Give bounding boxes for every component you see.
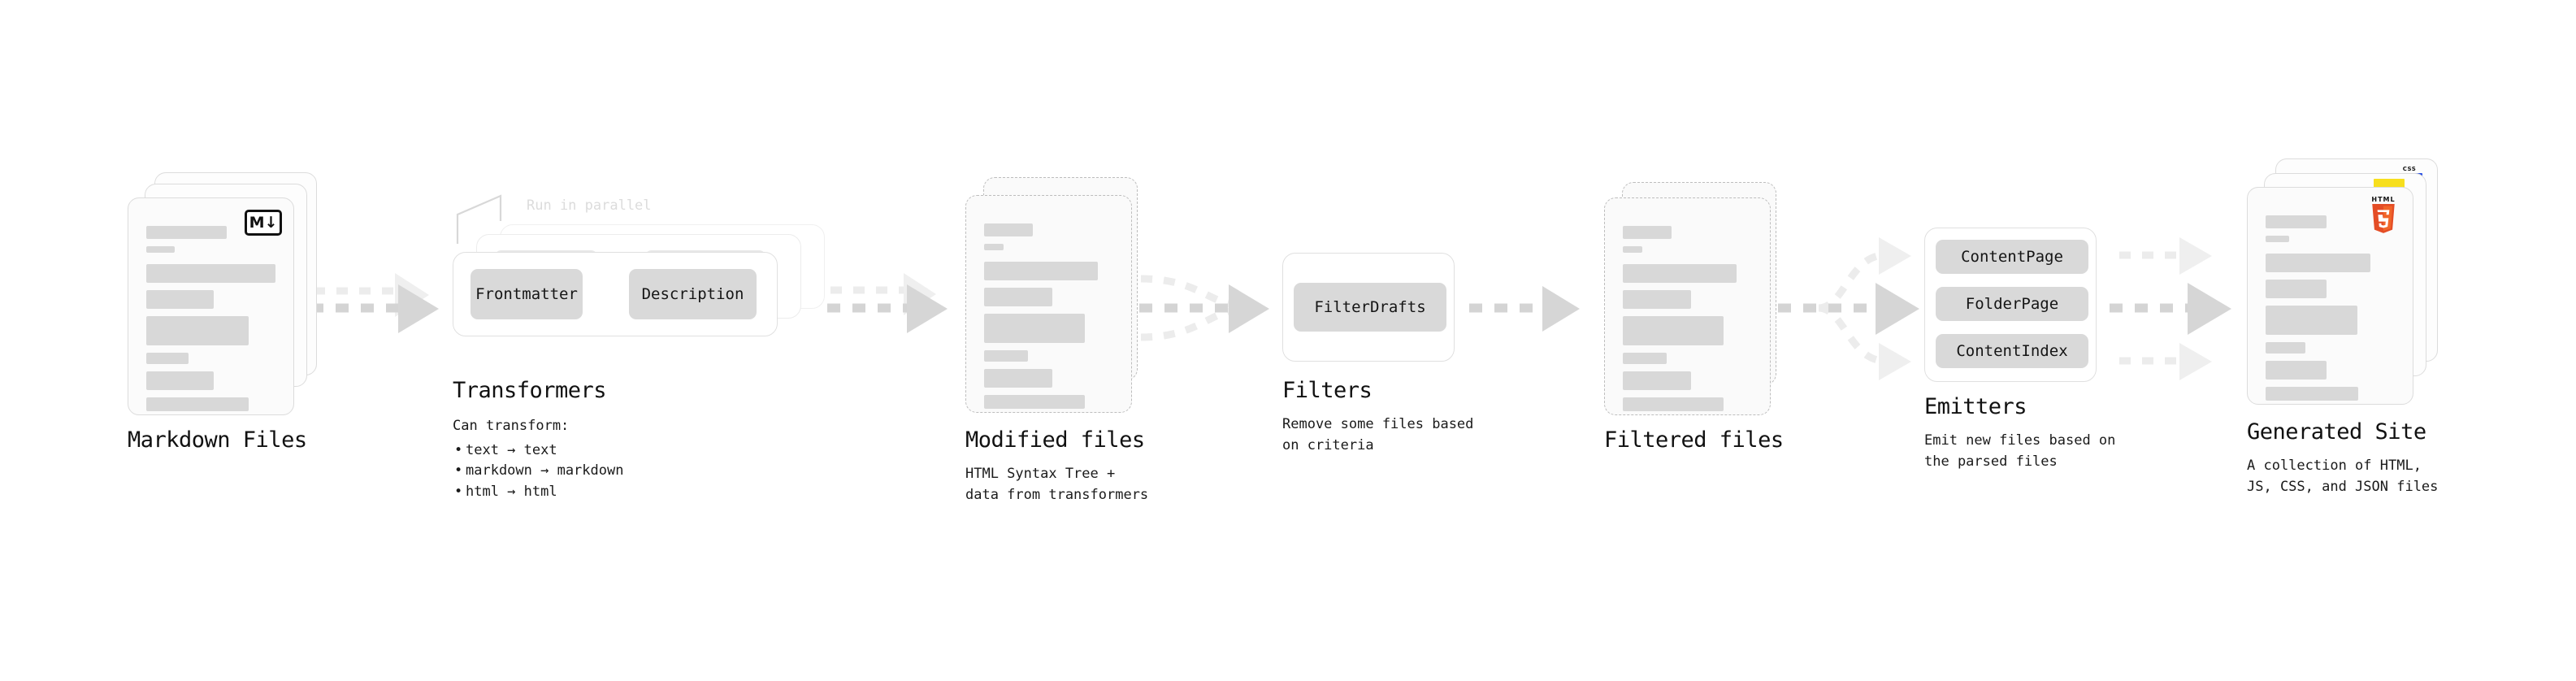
stage-title: Transformers — [453, 378, 607, 403]
connector-filtered-to-emitters — [1778, 237, 1919, 380]
site-card-bars — [2266, 215, 2395, 408]
connector-md-to-transformers — [310, 273, 439, 333]
markdown-icon: M↓ — [245, 210, 282, 236]
caption-markdown-files: Markdown Files — [128, 428, 307, 453]
modified-files-subtitle: HTML Syntax Tree + data from transformer… — [965, 465, 1149, 503]
filtered-card-bars — [1623, 226, 1752, 419]
html5-shield-icon — [2372, 204, 2395, 233]
emitter-node-contentpage[interactable]: ContentPage — [1936, 240, 2088, 274]
caption-emitters: Emitters Emit new files based on the par… — [1924, 395, 2115, 472]
filter-node-filterdrafts[interactable]: FilterDrafts — [1294, 283, 1446, 332]
markdown-card-front: M↓ — [128, 197, 294, 415]
caption-modified-files: Modified files HTML Syntax Tree + data f… — [965, 428, 1148, 505]
stage-title: Emitters — [1924, 394, 2027, 419]
filtered-card-front — [1604, 197, 1771, 415]
css-badge-label: CSS — [2402, 166, 2417, 172]
connector-emitters-to-site — [2110, 237, 2231, 380]
run-in-parallel-label: Run in parallel — [527, 197, 652, 214]
generated-site-subtitle: A collection of HTML, JS, CSS, and JSON … — [2247, 457, 2439, 495]
transformers-group-box: Frontmatter Description — [453, 252, 778, 336]
list-item: markdown → markdown — [453, 461, 623, 482]
stage-title: Filters — [1282, 378, 1373, 403]
html5-badge-label: HTML — [2371, 196, 2396, 203]
connector-modified-to-filters — [1139, 275, 1269, 341]
caption-transformers: Transformers Can transform: text → text … — [453, 379, 623, 503]
transformer-node-frontmatter[interactable]: Frontmatter — [471, 269, 583, 319]
markdown-icon-label: M↓ — [249, 214, 278, 232]
caption-filters: Filters Remove some files based on crite… — [1282, 379, 1473, 456]
emitter-node-folderpage[interactable]: FolderPage — [1936, 287, 2088, 321]
list-item: html → html — [453, 482, 623, 503]
connector-filters-to-filtered — [1469, 286, 1580, 332]
site-card-front: HTML — [2247, 187, 2413, 405]
emitters-subtitle: Emit new files based on the parsed files — [1924, 432, 2116, 470]
modified-card-front — [965, 195, 1132, 413]
emitters-group-box: ContentPage FolderPage ContentIndex — [1924, 228, 2097, 382]
filters-subtitle: Remove some files based on criteria — [1282, 415, 1474, 453]
emitter-node-contentindex[interactable]: ContentIndex — [1936, 334, 2088, 368]
caption-generated-site: Generated Site A collection of HTML, JS,… — [2247, 420, 2438, 497]
html5-badge: HTML — [2366, 196, 2401, 233]
stage-title: Markdown Files — [128, 427, 307, 453]
list-item: text → text — [453, 440, 623, 462]
stage-title: Modified files — [965, 427, 1145, 453]
stage-title: Generated Site — [2247, 419, 2426, 445]
stage-title: Filtered files — [1604, 427, 1784, 453]
transformers-subtitle: Can transform: — [453, 417, 570, 434]
connector-transformers-to-modified — [827, 273, 948, 333]
filters-group-box: FilterDrafts — [1282, 253, 1455, 362]
transformers-bullet-list: text → text markdown → markdown html → h… — [453, 440, 623, 503]
modified-card-bars — [984, 223, 1113, 416]
transformer-node-description[interactable]: Description — [629, 269, 757, 319]
caption-filtered-files: Filtered files — [1604, 428, 1784, 453]
markdown-card-bars — [146, 226, 275, 419]
